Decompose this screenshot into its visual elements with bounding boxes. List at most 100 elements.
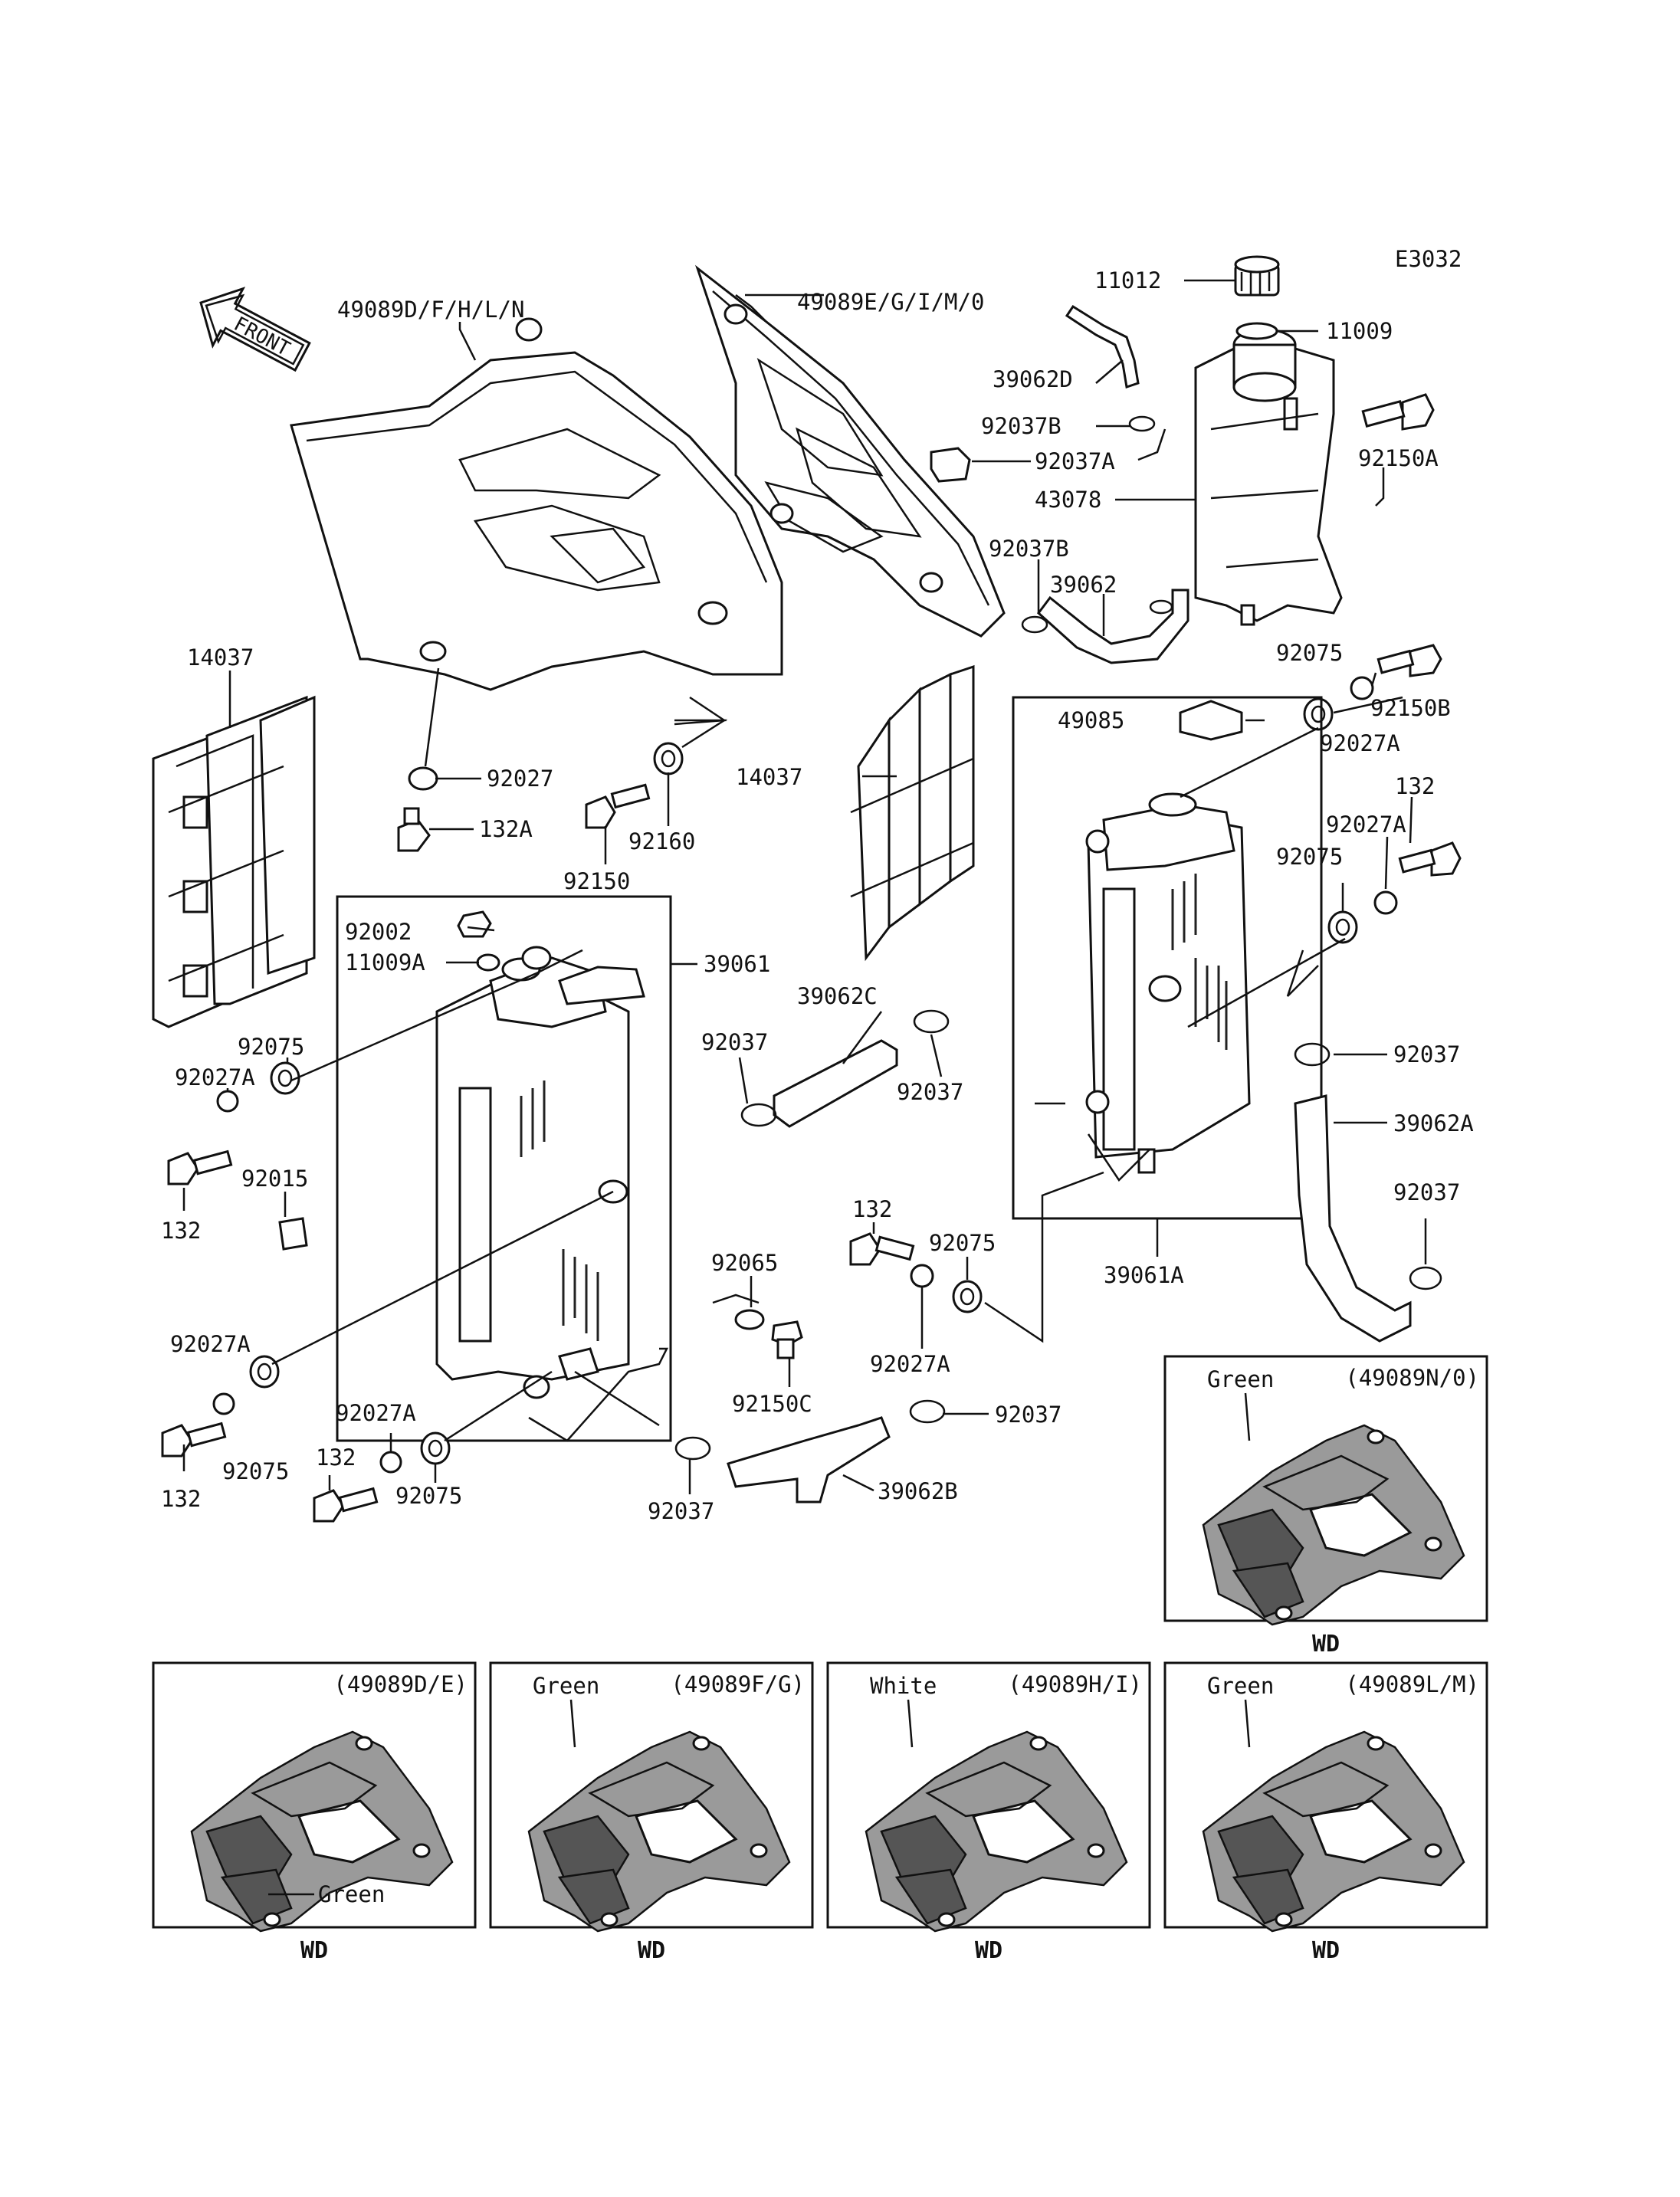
label-92075-l2: 92075 [222, 1458, 289, 1484]
shroud-variant-drawing [865, 1730, 1128, 1933]
leader-lines [182, 279, 1427, 1494]
variant-code: (49089L/M) [1345, 1671, 1479, 1697]
label-39062D: 39062D [993, 366, 1073, 392]
label-92002: 92002 [345, 919, 412, 945]
reservoir-cap [1234, 255, 1280, 297]
label-49089-right: 49089E/G/I/M/0 [797, 289, 984, 315]
grommet-92075-center [952, 1280, 983, 1313]
left-radiator-shroud [290, 317, 783, 691]
label-92160: 92160 [628, 828, 695, 854]
label-92027A-l2: 92027A [170, 1331, 251, 1357]
label-92150B: 92150B [1370, 695, 1451, 721]
label-92037-r1: 92037 [1393, 1041, 1460, 1067]
variant-panel-frame [152, 1661, 477, 1929]
label-92075-r2: 92075 [1276, 844, 1343, 870]
collar-92027A-left-upper [216, 1090, 239, 1113]
shroud-variant-drawing [190, 1730, 454, 1933]
hose-clip-39062C-upper [913, 1009, 950, 1034]
label-92027: 92027 [487, 766, 553, 792]
label-39061: 39061 [704, 951, 770, 977]
shroud-variant-drawing [1202, 1424, 1465, 1626]
bolt-92150B [1376, 644, 1442, 677]
label-11009: 11009 [1326, 318, 1393, 344]
drain-bolt-92002 [457, 910, 492, 938]
variant-color-label: Green [533, 1673, 599, 1699]
variant-code: (49089F/G) [671, 1671, 805, 1697]
label-43078: 43078 [1035, 487, 1101, 513]
bolt-132-center-lower [313, 1487, 379, 1523]
label-49085: 49085 [1058, 707, 1124, 733]
label-39062A: 39062A [1393, 1110, 1474, 1136]
variant-panel-frame [489, 1661, 814, 1929]
reservoir-cap-gasket [1235, 322, 1278, 340]
hose-clip-92037-bottom [909, 1399, 946, 1424]
label-92037A: 92037A [1035, 448, 1115, 474]
variant-panel-frame [826, 1661, 1151, 1929]
front-arrow-icon: FRONT [199, 287, 311, 372]
bolt-132-center [849, 1232, 915, 1266]
hose-clip-39062A-bottom [1409, 1266, 1442, 1290]
clip-nut-92015 [278, 1217, 308, 1251]
label-132A: 132A [479, 816, 533, 842]
reservoir-tank [1194, 328, 1343, 626]
variant-caption: WD [1312, 1631, 1340, 1658]
label-132-l3: 132 [316, 1444, 356, 1471]
hose-clip-upper-right [1149, 599, 1173, 615]
label-92037-c3: 92037 [995, 1402, 1061, 1428]
variant-code: (49089H/I) [1008, 1671, 1142, 1697]
bolt-92150A [1361, 393, 1435, 431]
label-92075-l3: 92075 [395, 1483, 462, 1509]
label-132-l1: 132 [161, 1218, 201, 1244]
label-92037-c2: 92037 [897, 1079, 963, 1105]
shroud-variant-drawing [1202, 1730, 1465, 1933]
variant-panel-frame [1163, 1661, 1488, 1929]
label-39062B: 39062B [878, 1478, 958, 1504]
collar-92027A-mid [1373, 890, 1398, 915]
label-92015: 92015 [241, 1166, 308, 1192]
grommet-92075-upper [1303, 697, 1334, 731]
grommet-92075-mid [1327, 910, 1358, 944]
collar-92027A-center-lower [379, 1451, 402, 1474]
variant-panels: (49089N/0)GreenWD(49089D/E)GreenWD(49089… [152, 1355, 1488, 1964]
part-labels: 11012 11009 39062D 92037B 92037A 43078 9… [161, 267, 1474, 1524]
label-132-right: 132 [1395, 773, 1435, 799]
drain-gasket-11009A [476, 953, 500, 972]
label-92037-r2: 92037 [1393, 1179, 1460, 1205]
hose-clip-39062B [674, 1436, 711, 1461]
variant-code: (49089N/0) [1345, 1365, 1479, 1391]
part-49085 [1179, 700, 1243, 741]
label-11009A: 11009A [345, 949, 425, 976]
label-92065: 92065 [711, 1250, 778, 1276]
label-132-l2: 132 [161, 1486, 201, 1512]
variant-color-label: Green [1207, 1673, 1274, 1699]
label-39062: 39062 [1050, 572, 1117, 598]
grommet-92075-left-upper [270, 1061, 300, 1095]
bolt-132-left-lower [161, 1421, 227, 1458]
variant-panel-frame [1163, 1355, 1488, 1622]
bolt-132A [397, 807, 431, 852]
label-92150: 92150 [563, 868, 630, 894]
label-92027A-r2: 92027A [1326, 812, 1406, 838]
variant-caption: WD [300, 1937, 328, 1964]
left-radiator-guard [152, 695, 316, 1028]
collar-92027A-upper [1350, 676, 1374, 700]
bolt-92150C [771, 1320, 803, 1359]
label-39061A: 39061A [1104, 1262, 1184, 1288]
label-14037-left: 14037 [187, 644, 254, 671]
label-92075-r1: 92075 [1276, 640, 1343, 666]
label-92037-b: 92037 [648, 1498, 714, 1524]
diagram-code: E3032 [1395, 246, 1462, 272]
collar-92027 [408, 766, 438, 791]
label-132-c: 132 [852, 1196, 892, 1222]
label-92037B-top: 92037B [981, 413, 1061, 439]
hose-clip-39062A-top [1294, 1042, 1331, 1067]
hose-39062B [727, 1416, 891, 1503]
hose-39062C [773, 1039, 898, 1128]
label-92075-l1: 92075 [238, 1034, 304, 1060]
variant-color-label: Green [318, 1881, 385, 1907]
label-49089-left: 49089D/F/H/L/N [337, 297, 524, 323]
